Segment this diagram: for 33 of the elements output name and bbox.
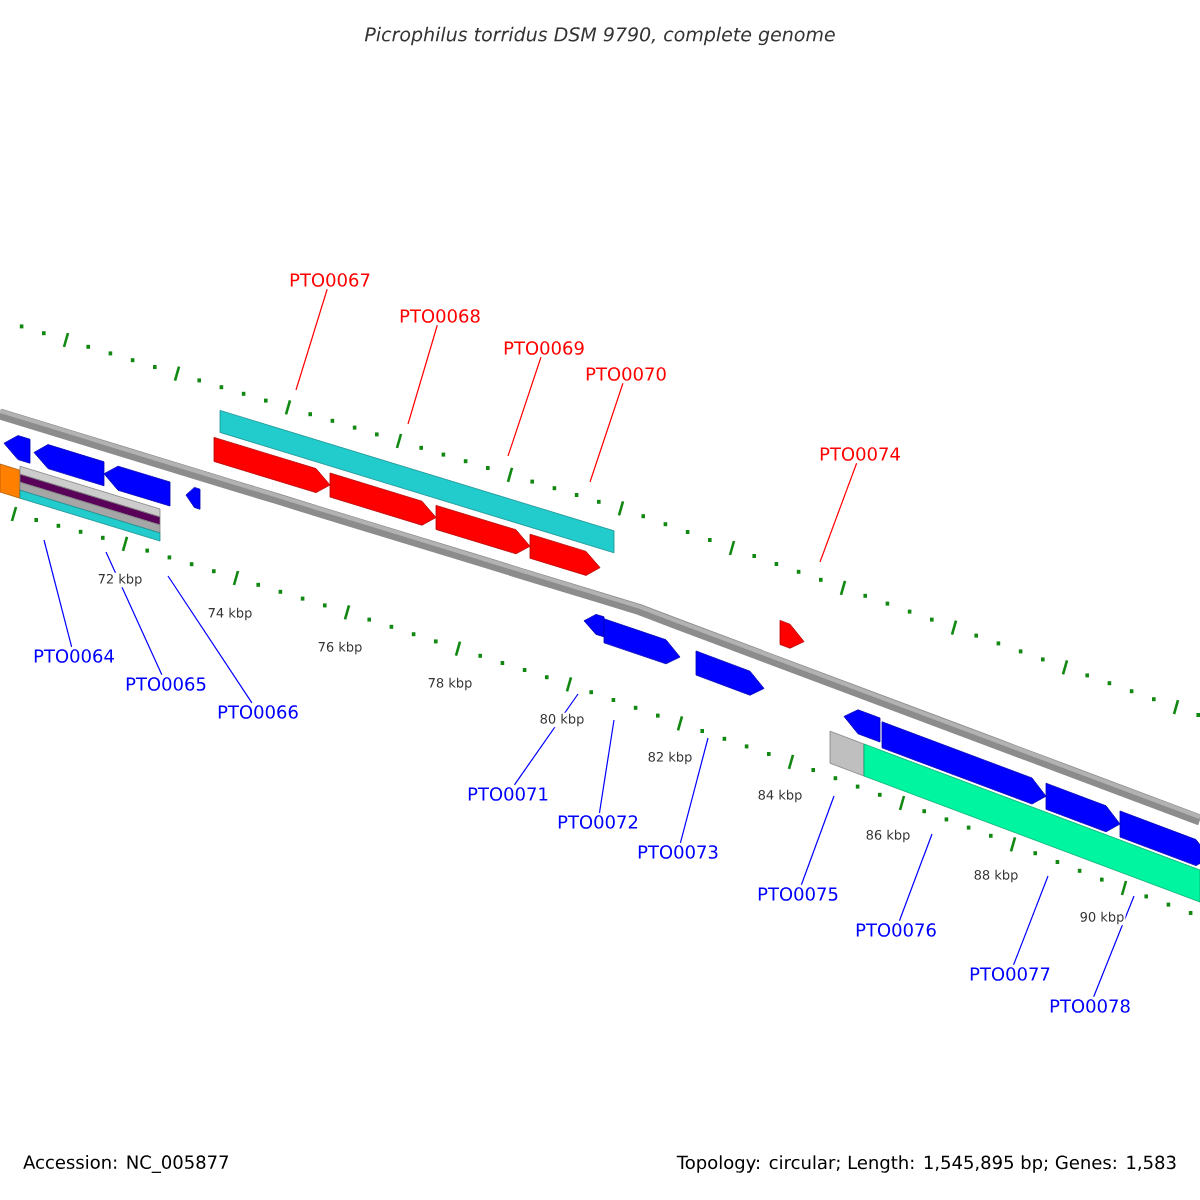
gene-label: PTO0067	[290, 273, 370, 287]
leader-line	[167, 575, 253, 704]
gene-label: PTO0070	[586, 367, 666, 381]
gene-label: PTO0075	[758, 887, 838, 901]
leader-line	[43, 539, 73, 648]
leader-line	[1013, 875, 1049, 966]
leader-line	[679, 737, 709, 844]
gene-label: PTO0066	[218, 705, 298, 719]
leader-line	[407, 324, 438, 425]
leader-line	[898, 833, 933, 922]
accession-text: Accession: NC_005877	[23, 1155, 228, 1173]
leader-line	[513, 693, 579, 786]
gene-label: PTO0064	[34, 649, 114, 663]
gene-label: PTO0073	[638, 845, 718, 859]
gene-label: PTO0071	[468, 787, 548, 801]
gene-label: PTO0068	[400, 309, 480, 323]
gene-label: PTO0072	[558, 815, 638, 829]
leader-line	[105, 551, 163, 676]
leader-line	[1093, 895, 1135, 998]
gene-label: PTO0065	[126, 677, 206, 691]
leader-line	[800, 795, 835, 886]
gene-label: PTO0074	[820, 447, 900, 461]
leader-line	[295, 288, 328, 391]
gene-label: PTO0076	[856, 923, 936, 937]
title: Picrophilus torridus DSM 9790, complete genome	[364, 26, 835, 46]
genome-info-text: Topology: circular; Length: 1,545,895 bp; Genes: 1,583	[676, 1155, 1176, 1173]
gene-label: PTO0069	[504, 341, 584, 355]
gene-label: PTO0078	[1050, 999, 1130, 1013]
gene-label: PTO0077	[970, 967, 1050, 981]
leader-line	[589, 382, 624, 483]
leader-line	[819, 462, 858, 563]
leader-line	[598, 719, 615, 814]
leader-line	[507, 356, 542, 457]
